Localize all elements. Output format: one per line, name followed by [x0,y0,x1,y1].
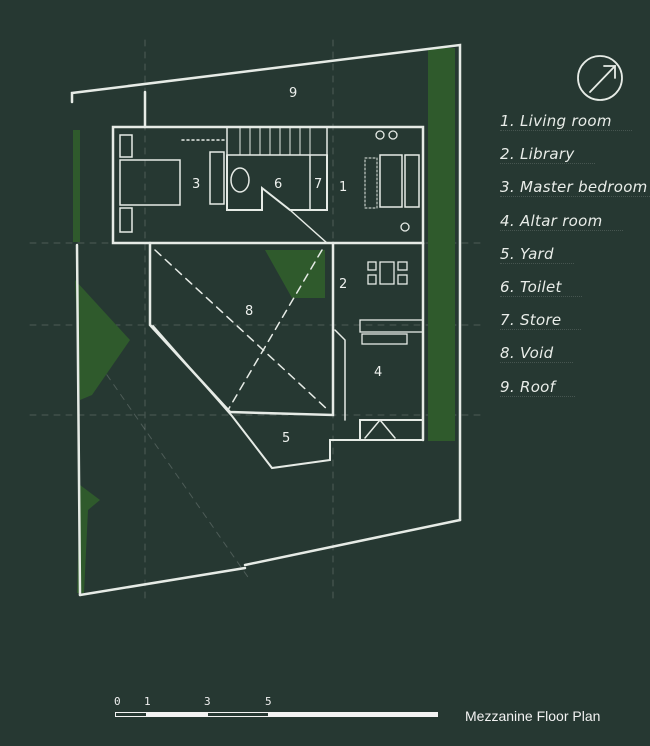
drawing-title: Mezzanine Floor Plan [465,708,601,724]
legend-item: 9. Roof [500,377,650,411]
room-label-6: 6 [274,177,282,192]
scale-tick-1: 1 [144,695,151,708]
room-label-8: 8 [245,304,253,319]
legend-item: 4. Altar room [500,211,650,245]
legend-item: 5. Yard [500,244,650,278]
building-walls [111,125,425,245]
legend-item: 8. Void [500,344,650,377]
legend-item: 1. Living room [500,112,650,145]
garden-areas [73,48,455,593]
room-label-5: 5 [282,431,290,446]
north-arrow-icon [577,55,623,101]
room-label-4: 4 [374,365,382,380]
scale-tick-0: 0 [114,695,121,708]
void-diagonals [154,249,329,411]
legend-item: 6. Toilet [500,277,650,311]
scale-tick-5: 5 [265,695,272,708]
site-boundary [70,43,462,597]
room-label-3: 3 [192,177,200,192]
legend-item: 2. Library [500,145,650,178]
room-label-2: 2 [339,277,347,292]
room-label-9: 9 [289,86,297,101]
room-legend: 1. Living room 2. Library 3. Master bedr… [500,112,650,411]
room-label-7: 7 [314,177,322,192]
building-walls-lower [148,241,425,470]
legend-item: 7. Store [500,311,650,344]
scale-bar [115,712,438,717]
scale-tick-3: 3 [204,695,211,708]
legend-item: 3. Master bedroom [500,178,650,211]
room-label-1: 1 [339,180,347,195]
